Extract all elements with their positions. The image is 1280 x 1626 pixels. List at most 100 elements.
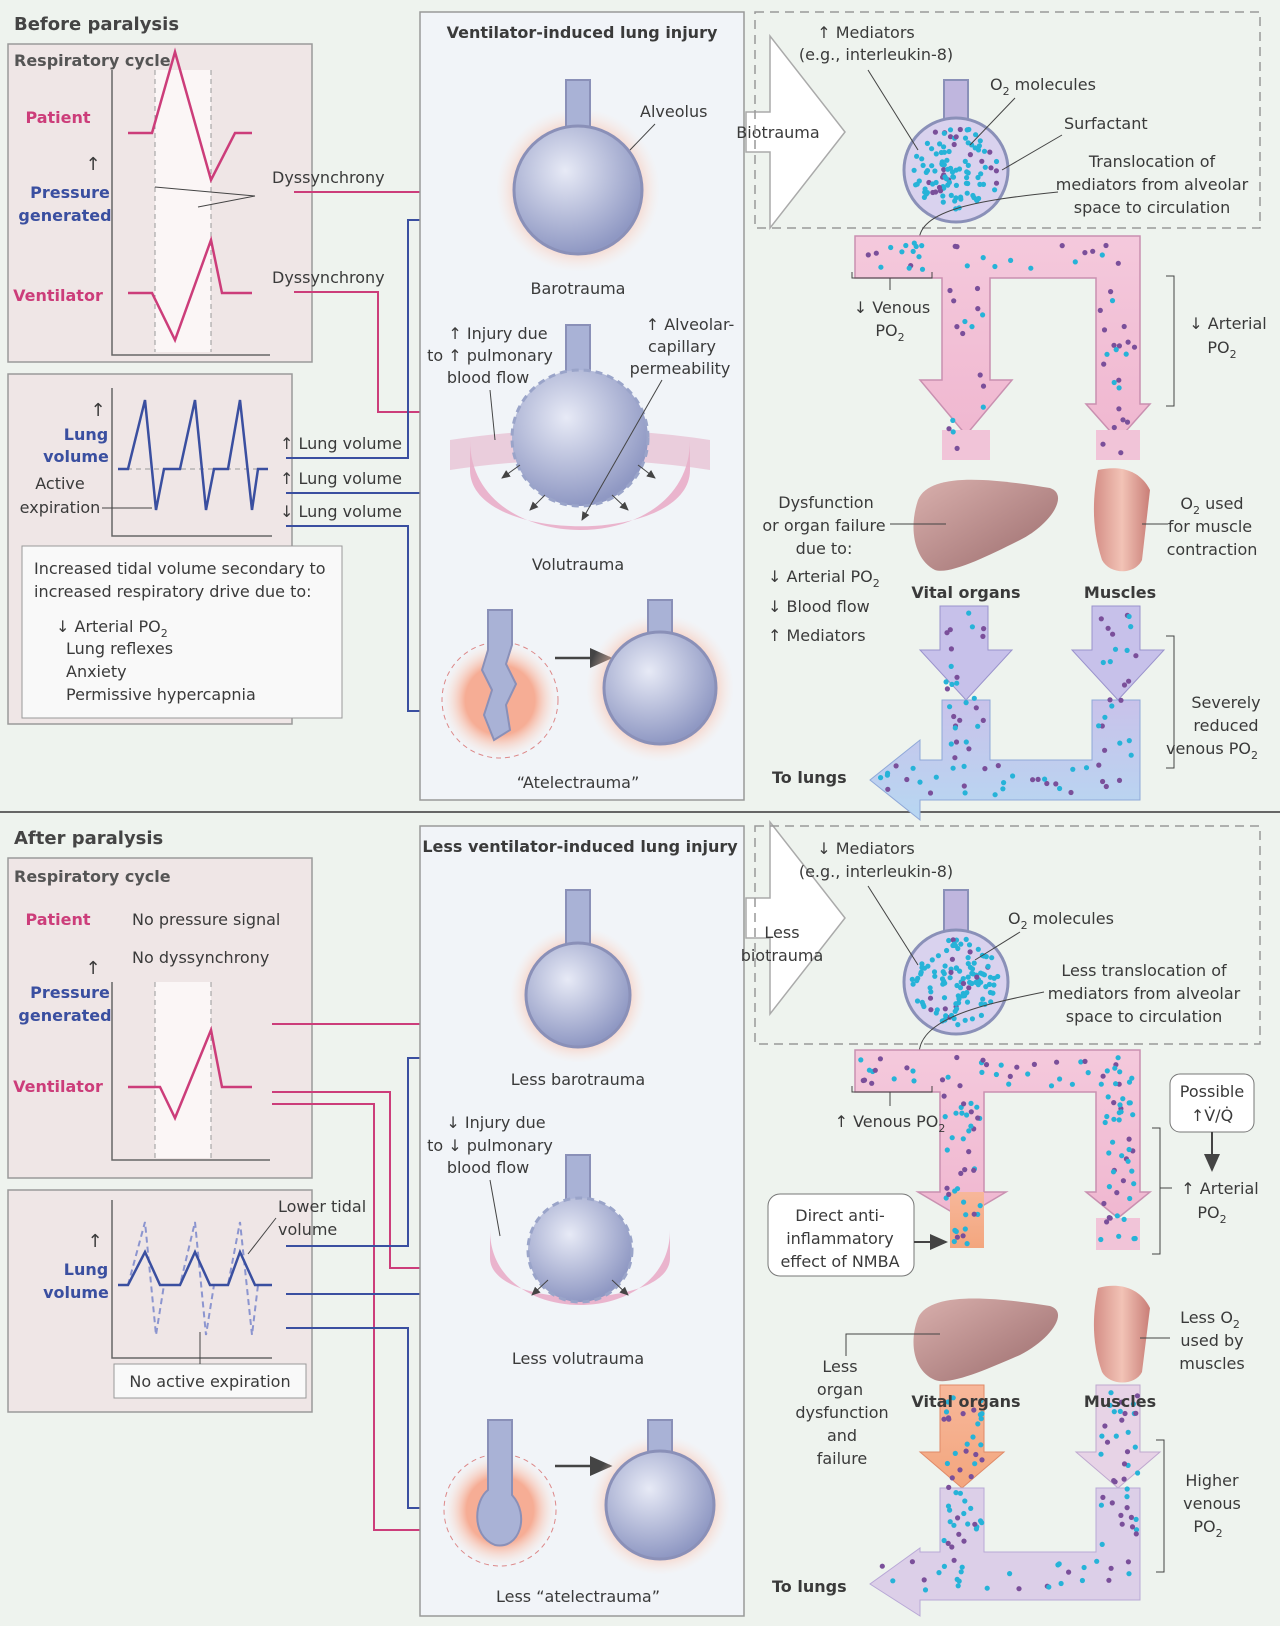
severe-bracket — [1166, 635, 1175, 769]
molecule-dot — [1121, 682, 1128, 688]
molecule-dot — [970, 1434, 976, 1440]
molecule-dot — [979, 1457, 985, 1463]
molecule-dot — [946, 426, 952, 432]
molecule-dot — [1079, 1577, 1085, 1584]
severe-label-3: venous PO2 — [1166, 739, 1258, 762]
reopened-alveolus — [602, 630, 718, 746]
top-box-item-4: Permissive hypercapnia — [66, 685, 256, 704]
molecule-dot — [1111, 424, 1117, 431]
molecule-dot — [939, 161, 945, 167]
molecule-dot — [1118, 1109, 1124, 1115]
molecule-dot — [1126, 1146, 1132, 1153]
molecule-dot — [1107, 697, 1113, 703]
bottom-ventilator-label: Ventilator — [13, 1077, 103, 1096]
molecule-dot — [980, 383, 987, 389]
molecule-dot — [1102, 714, 1108, 720]
molecule-dot — [962, 158, 968, 164]
molecule-dot — [1042, 776, 1048, 782]
molecule-dot — [943, 1409, 950, 1415]
molecule-dot — [943, 1013, 949, 1019]
molecule-dot — [1130, 1401, 1136, 1407]
molecule-dot — [944, 630, 950, 636]
molecule-dot — [1066, 1569, 1072, 1575]
bottom-muscle-organ — [1093, 1285, 1150, 1383]
molecule-dot — [1120, 417, 1126, 423]
molecule-dot — [1109, 1500, 1115, 1506]
arterial-label-1: ↓ Arterial — [1189, 314, 1266, 333]
top-ventilator-label: Ventilator — [13, 286, 103, 305]
molecule-dot — [982, 164, 988, 170]
molecule-dot — [933, 189, 939, 195]
molecule-dot — [919, 243, 925, 249]
top-box-line-2: increased respiratory drive due to: — [34, 582, 312, 601]
less-biotrauma-dashed-region — [754, 825, 1261, 1045]
molecule-dot — [946, 1484, 952, 1490]
no-dyssynchrony-label: No dyssynchrony — [132, 948, 269, 967]
bottom-cycle-highlight — [155, 982, 211, 1158]
molecule-dot — [962, 1498, 968, 1504]
molecule-dot — [963, 739, 969, 745]
injury-arrow — [529, 494, 546, 511]
molecule-dot — [899, 249, 905, 255]
up-arrow-icon: ↑ — [90, 400, 105, 421]
molecule-dot — [1057, 1076, 1063, 1082]
molecule-dot — [975, 946, 981, 952]
molecule-dot — [993, 1071, 1000, 1078]
translocation-label-2: mediators from alveolar — [1056, 175, 1249, 194]
molecule-dot — [961, 1199, 967, 1205]
bottom-translocation-label-3: space to circulation — [1066, 1007, 1222, 1026]
molecule-dot — [956, 996, 962, 1002]
molecule-dot — [980, 996, 986, 1002]
venous-label-1: ↓ Venous — [854, 298, 930, 317]
nmba-effect-vessel — [950, 1192, 984, 1248]
nmba-box — [767, 1193, 915, 1277]
permeability-label-3: permeability — [630, 359, 731, 378]
molecule-dot — [932, 973, 938, 979]
molecule-dot — [954, 244, 960, 250]
molecule-dot — [979, 158, 985, 164]
molecule-dot — [941, 130, 947, 136]
molecule-dot — [1006, 1081, 1012, 1087]
molecule-dot — [981, 972, 988, 978]
molecule-dot — [1096, 762, 1102, 768]
molecule-dot — [927, 790, 934, 796]
molecule-dot — [1069, 1081, 1075, 1087]
molecule-dot — [984, 1585, 990, 1591]
molecule-dot — [1123, 351, 1129, 357]
molecule-dot — [992, 187, 998, 193]
top-pulmonary-vessel — [854, 235, 1152, 442]
molecule-dot — [1122, 1410, 1128, 1417]
molecule-dot — [979, 1069, 985, 1075]
molecule-dot — [993, 180, 1000, 186]
molecule-dot — [1131, 1236, 1137, 1242]
top-lung-label-2: volume — [43, 447, 109, 466]
molecule-dot — [1126, 738, 1132, 744]
molecule-dot — [980, 181, 987, 187]
to-lungs-label: To lungs — [772, 768, 847, 787]
molecule-dot — [1108, 289, 1114, 295]
molecule-dot — [1000, 786, 1006, 792]
bottom-arterial-label-2: PO2 — [1197, 1203, 1226, 1226]
molecule-dot — [1053, 781, 1059, 787]
molecule-dot — [1126, 1136, 1132, 1142]
molecule-dot — [924, 168, 931, 174]
molecule-dot — [971, 1407, 977, 1413]
molecule-dot — [976, 195, 982, 202]
molecule-dot — [961, 1538, 967, 1544]
molecule-dot — [948, 741, 954, 747]
molecule-dot — [1103, 242, 1109, 249]
collapsed-alveolus — [480, 609, 518, 742]
molecule-dot — [933, 1010, 939, 1016]
venous-label-2: PO2 — [875, 321, 904, 344]
molecule-dot — [998, 1062, 1004, 1068]
bottom-liver-organ — [913, 1298, 1059, 1382]
top-respiratory-drive-box — [21, 545, 343, 719]
higher-label-3: PO2 — [1193, 1517, 1222, 1540]
molecule-dot — [911, 167, 917, 173]
molecule-dot — [1107, 1402, 1113, 1408]
molecule-dot — [1082, 250, 1088, 256]
molecule-dot — [972, 1521, 978, 1527]
surfactant-label: Surfactant — [1064, 114, 1148, 133]
molecule-dot — [980, 717, 986, 724]
bottom-ventilator-arrow-3 — [272, 1103, 448, 1538]
